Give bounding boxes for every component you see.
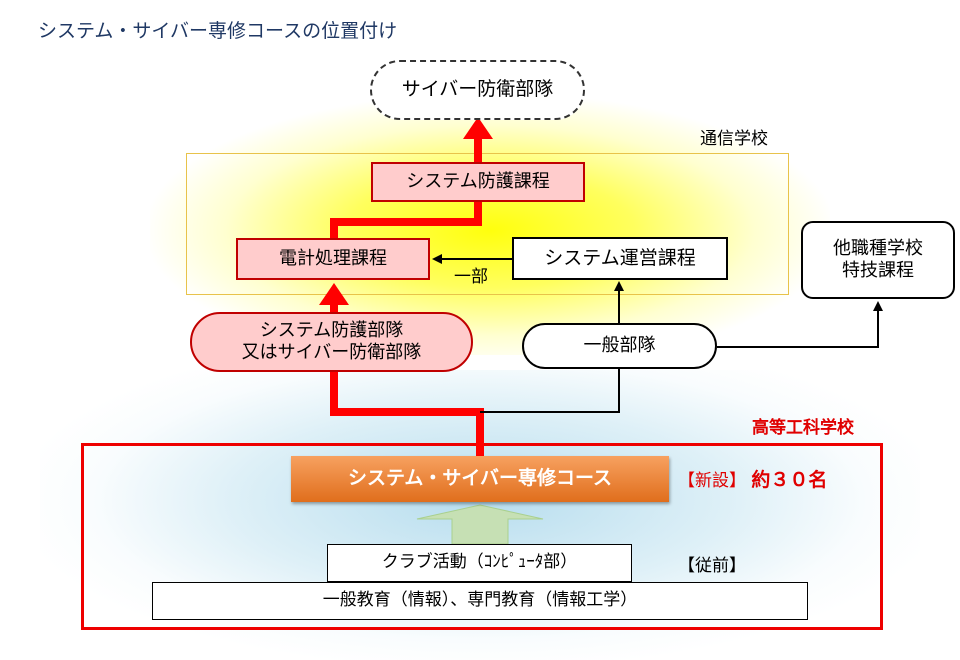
system-cyber-course-node: システム・サイバー専修コース xyxy=(291,456,669,502)
tech-school-label: 高等工科学校 xyxy=(752,418,854,438)
other-school-line1: 他職種学校 xyxy=(833,237,923,259)
new-established-label: 【新設】 約３０名 xyxy=(678,465,827,492)
computer-processing-course-node: 電計処理課程 xyxy=(236,238,430,280)
system-protection-unit-node: システム防護部隊 又はサイバー防衛部隊 xyxy=(190,312,473,372)
cyber-defense-unit-node: サイバー防衛部隊 xyxy=(370,60,585,120)
page-title: システム・サイバー専修コースの位置付け xyxy=(38,20,398,42)
red-arrowhead-upper xyxy=(463,117,493,139)
general-education-node: 一般教育（情報）、専門教育（情報工学） xyxy=(152,582,808,620)
black-arrow-to-other-school xyxy=(717,301,883,348)
quota-label: 約３０名 xyxy=(751,469,828,491)
computer-processing-course-label: 電計処理課程 xyxy=(279,247,387,269)
club-activity-node: クラブ活動（ｺﾝﾋﾟｭｰﾀ部） xyxy=(327,544,632,582)
system-operations-course-label: システム運営課程 xyxy=(544,246,696,269)
general-unit-label: 一般部隊 xyxy=(583,334,656,356)
other-school-line2: 特技課程 xyxy=(842,260,914,281)
protect-unit-line1: システム防護部隊 xyxy=(259,319,404,341)
comm-school-frame xyxy=(186,153,789,295)
system-protection-course-node: システム防護課程 xyxy=(371,162,585,202)
comm-school-label: 通信学校 xyxy=(700,129,768,149)
previous-label: 【従前】 xyxy=(678,556,746,576)
general-unit-node: 一般部隊 xyxy=(522,323,717,369)
green-up-arrow xyxy=(416,504,544,545)
protect-unit-line2: 又はサイバー防衛部隊 xyxy=(241,342,422,363)
system-cyber-course-label: システム・サイバー専修コース xyxy=(347,467,613,490)
system-protection-course-label: システム防護課程 xyxy=(406,170,550,192)
system-operations-course-node: システム運営課程 xyxy=(512,237,728,280)
club-activity-label: クラブ活動（ｺﾝﾋﾟｭｰﾀ部） xyxy=(381,552,578,573)
cyber-defense-unit-label: サイバー防衛部隊 xyxy=(401,78,554,101)
other-branch-school-node: 他職種学校 特技課程 xyxy=(801,221,955,299)
black-line-to-general-unit xyxy=(480,369,620,413)
new-tag: 【新設】 xyxy=(678,471,746,491)
general-education-label: 一般教育（情報）、専門教育（情報工学） xyxy=(322,590,638,611)
red-arrowhead-lower xyxy=(319,283,349,305)
partial-label: 一部 xyxy=(454,267,488,287)
